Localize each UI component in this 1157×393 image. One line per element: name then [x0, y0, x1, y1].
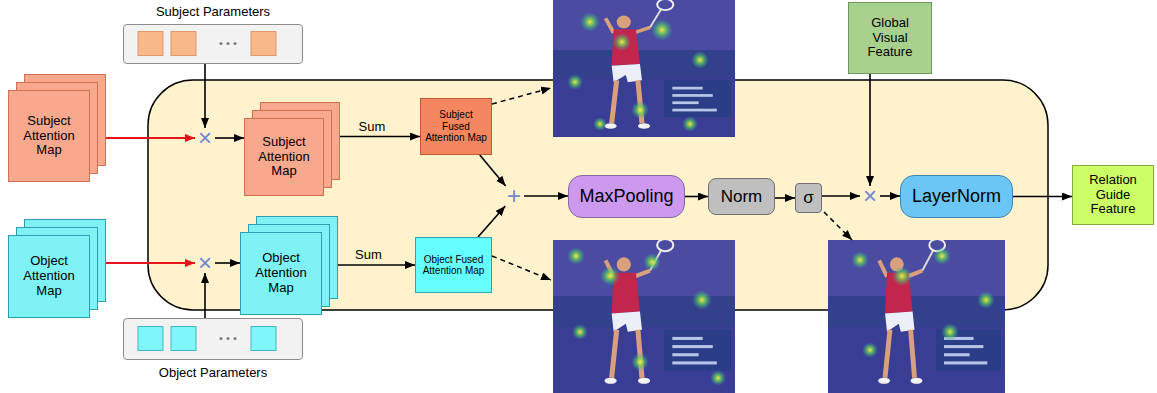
box-label: Subject Fused Attention Map [425, 109, 487, 144]
parameter-cell [251, 32, 276, 56]
box-label: Object Attention Map [13, 254, 85, 299]
heat-blob [631, 101, 649, 119]
attention-map-card: Object Attention Map [8, 235, 90, 318]
box-label: Relation Guide Feature [1077, 173, 1149, 218]
heatmap-photo [828, 239, 1005, 393]
connector-arrow [685, 196, 708, 198]
connector-arrow [204, 64, 206, 128]
box-label: Norm [721, 187, 763, 207]
heatmap-blobs [567, 12, 709, 132]
ellipsis-dot [226, 42, 229, 45]
parameter-cell [171, 327, 196, 351]
box-label: Subject Attention Map [13, 114, 85, 159]
heatmap-photo [553, 239, 735, 393]
operator-glyph: × [198, 128, 212, 148]
heat-blob [631, 353, 649, 371]
parameter-heading: Subject Parameters [104, 4, 322, 19]
process-box: Object Fused Attention Map [415, 237, 492, 293]
connector-arrow [869, 74, 871, 186]
heat-blob [682, 116, 698, 132]
connector-arrow [215, 137, 244, 139]
heat-blob [567, 247, 585, 265]
connector-arrow [478, 206, 505, 237]
edge-label: Sum [353, 247, 384, 262]
heat-blob [892, 266, 912, 286]
operator-glyph: × [198, 253, 212, 273]
dashed-leader [492, 88, 551, 104]
operator-symbol: × [195, 253, 215, 273]
ellipsis-dot [219, 337, 222, 340]
parameter-bank: Object Parameters [123, 318, 303, 360]
ellipsis-dot [219, 42, 222, 45]
box-label: Object Attention Map [245, 251, 317, 296]
heat-blob [851, 251, 869, 269]
operator-glyph: × [863, 186, 877, 206]
parameter-cell [251, 327, 276, 351]
connector-arrow [822, 195, 860, 197]
heat-blob [572, 324, 588, 340]
heat-blob [977, 291, 995, 309]
parameter-cell [138, 327, 163, 351]
box-label: MaxPooling [579, 186, 673, 207]
edge-label: Sum [357, 119, 388, 134]
heat-blob [651, 19, 673, 41]
heat-blob [593, 117, 607, 131]
process-box: Subject Fused Attention Map [420, 98, 492, 155]
connector-arrow [215, 262, 240, 264]
box-label: Object Fused Attention Map [420, 254, 487, 277]
process-box: Relation Guide Feature [1072, 165, 1154, 225]
ellipsis-dot [233, 42, 236, 45]
heatmap-blobs [851, 247, 995, 358]
heat-blob [580, 12, 600, 32]
box-label: Subject Attention Map [249, 135, 319, 180]
attention-map-card: Object Attention Map [240, 232, 322, 315]
process-box: σ [795, 183, 822, 213]
operator-symbol: × [195, 128, 215, 148]
parameter-cells [124, 319, 301, 358]
heat-blob [941, 323, 959, 341]
parameter-bank: Subject Parameters [123, 24, 303, 64]
ellipsis-dot [233, 337, 236, 340]
dashed-leader [492, 256, 551, 280]
heat-blob [643, 253, 661, 271]
heat-blob [710, 370, 726, 386]
heatmap-blobs [567, 247, 726, 386]
operator-symbol: × [860, 186, 880, 206]
connector-arrow [480, 155, 506, 186]
parameter-cell [171, 32, 196, 56]
box-label: σ [803, 188, 814, 208]
attention-map-card: Subject Attention Map [8, 90, 90, 182]
heat-blob [567, 74, 583, 90]
connector-arrow [524, 195, 568, 197]
box-label: Global Visual Feature [853, 16, 927, 61]
attention-map-card: Subject Attention Map [244, 118, 324, 196]
operator-symbol: + [504, 186, 524, 206]
ellipsis-dot [226, 337, 229, 340]
parameter-heading: Object Parameters [104, 365, 322, 380]
operator-glyph: + [507, 186, 521, 206]
connector-arrow [1013, 196, 1072, 198]
dashed-leader [824, 212, 852, 240]
process-box: MaxPooling [568, 175, 685, 218]
process-box: Norm [708, 178, 775, 215]
process-box: Global Visual Feature [848, 2, 932, 74]
heat-blob [613, 33, 631, 51]
heatmap-photo [553, 0, 735, 137]
heat-blob [862, 342, 878, 358]
connector-arrow [204, 273, 206, 318]
heat-blob [933, 247, 951, 265]
heat-blob [692, 290, 712, 310]
box-label: LayerNorm [912, 186, 1001, 207]
process-box: LayerNorm [900, 175, 1013, 218]
heat-blob [691, 51, 709, 69]
parameter-cell [138, 32, 163, 56]
parameter-cells [124, 25, 301, 62]
connector-arrow [775, 197, 795, 199]
heat-blob [600, 266, 620, 286]
connector-arrow [880, 195, 900, 197]
